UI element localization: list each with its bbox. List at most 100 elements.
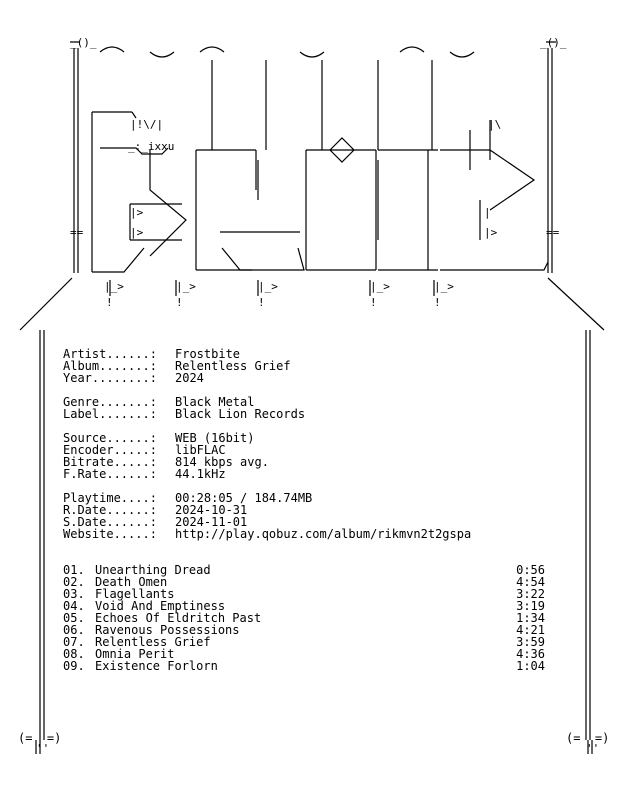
tech-block: Source......:WEB (16bit) Encoder.....: li… bbox=[63, 432, 269, 480]
website-value: http://play.qobuz.com/album/rikmvn2t2gsp… bbox=[175, 527, 472, 541]
track-number: 02. bbox=[63, 575, 85, 589]
track-time: 3:22 bbox=[516, 587, 545, 601]
track-time: 3:19 bbox=[516, 599, 545, 613]
track-row: 01. Unearthing Dread 0:56 bbox=[63, 564, 545, 576]
track-row: 09. Existence Forlorn 1:04 bbox=[63, 660, 545, 672]
track-title: Relentless Grief bbox=[95, 635, 211, 649]
svg-text:!: ! bbox=[176, 296, 183, 309]
svg-text:|_>: |_> bbox=[370, 280, 390, 293]
svg-text:|_>: |_> bbox=[104, 280, 124, 293]
track-number: 09. bbox=[63, 659, 85, 673]
source-label: Source......: bbox=[63, 431, 157, 445]
year-row: Year........: 2024 bbox=[63, 372, 291, 384]
svg-text:!: ! bbox=[434, 296, 441, 309]
year-label: Year........: bbox=[63, 371, 157, 385]
svg-text:|: | bbox=[484, 206, 491, 219]
track-time: 1:34 bbox=[516, 611, 545, 625]
svg-text:_()_: _()_ bbox=[540, 36, 567, 49]
track-title: Ravenous Possessions bbox=[95, 623, 240, 637]
bitrate-value: 814 kbps avg. bbox=[175, 455, 269, 469]
encoder-label: Encoder.....: bbox=[63, 443, 157, 457]
frate-row: F.Rate......: 44.1kHz bbox=[63, 468, 269, 480]
year-value: 2024 bbox=[175, 371, 204, 385]
track-time: 4:21 bbox=[516, 623, 545, 637]
bitrate-row: Bitrate.....:814 kbps avg. bbox=[63, 456, 269, 468]
track-row: 02. Death Omen 4:54 bbox=[63, 576, 545, 588]
sdate-value: 2024-11-01 bbox=[175, 515, 248, 529]
sdate-label: S.Date......: bbox=[63, 515, 157, 529]
svg-text:!: ! bbox=[106, 296, 113, 309]
artist-label: Artist......: bbox=[63, 347, 157, 361]
rdate-row: R.Date......: 2024-10-31 bbox=[63, 504, 471, 516]
info-block: Artist......: Frostbite Album.......: Rele… bbox=[63, 348, 291, 384]
rdate-label: R.Date......: bbox=[63, 503, 157, 517]
svg-text:|\: |\ bbox=[488, 118, 501, 131]
website-row: Website.....: http://play.qobuz.com/album… bbox=[63, 528, 471, 540]
track-number: 06. bbox=[63, 623, 85, 637]
track-row: 07. Relentless Grief 3:59 bbox=[63, 636, 545, 648]
playtime-value: 00:28:05 / 184.74MB bbox=[175, 491, 313, 505]
frate-label: F.Rate......: bbox=[63, 467, 157, 481]
album-label: Album.......: bbox=[63, 359, 157, 373]
svg-text:!: ! bbox=[370, 296, 377, 309]
svg-text:|>: |> bbox=[130, 226, 144, 239]
genre-value: Black Metal bbox=[175, 395, 255, 409]
track-row: 03. Flagellants 3:22 bbox=[63, 588, 545, 600]
svg-text:'': '' bbox=[36, 742, 49, 755]
border-ornament-right: (= =) bbox=[566, 731, 610, 745]
track-time: 1:04 bbox=[516, 659, 545, 673]
svg-text:|!\/|: |!\/| bbox=[130, 118, 163, 131]
genre-block: Genre.......: Black Metal Label.......: Bl… bbox=[63, 396, 305, 420]
release-block: Playtime....: 00:28:05 / 184.74MB R.Date.… bbox=[63, 492, 471, 540]
svg-text:==: == bbox=[546, 226, 560, 239]
svg-text:|_>: |_> bbox=[258, 280, 278, 293]
track-time: 0:56 bbox=[516, 563, 545, 577]
album-row: Album.......: Relentless Grief bbox=[63, 360, 291, 372]
record-label-label: Label.......: bbox=[63, 407, 157, 421]
track-title: Flagellants bbox=[95, 587, 175, 601]
track-title: Void And Emptiness bbox=[95, 599, 226, 613]
track-title: Existence Forlorn bbox=[95, 659, 218, 673]
track-number: 07. bbox=[63, 635, 85, 649]
svg-text:==: == bbox=[70, 226, 84, 239]
tracklist: 01. Unearthing Dread 0:56 02. Death Omen 4:5… bbox=[63, 564, 545, 672]
website-label: Website.....: bbox=[63, 527, 157, 541]
svg-text:|_>: |_> bbox=[176, 280, 196, 293]
track-time: 4:54 bbox=[516, 575, 545, 589]
sdate-row: S.Date......: 2024-11-01 bbox=[63, 516, 471, 528]
artist-value: Frostbite bbox=[175, 347, 241, 361]
encoder-value: libFLAC bbox=[175, 443, 226, 457]
artist-row: Artist......: Frostbite bbox=[63, 348, 291, 360]
track-time: 3:59 bbox=[516, 635, 545, 649]
encoder-row: Encoder.....: libFLAC bbox=[63, 444, 269, 456]
svg-text:|_>: |_> bbox=[434, 280, 454, 293]
album-value: Relentless Grief bbox=[175, 359, 291, 373]
playtime-label: Playtime....: bbox=[63, 491, 157, 505]
track-number: 08. bbox=[63, 647, 85, 661]
track-number: 05. bbox=[63, 611, 85, 625]
playtime-row: Playtime....: 00:28:05 / 184.74MB bbox=[63, 492, 471, 504]
track-title: Unearthing Dread bbox=[95, 563, 211, 577]
record-label-value: Black Lion Records bbox=[175, 407, 306, 421]
rdate-value: 2024-10-31 bbox=[175, 503, 248, 517]
track-time: 4:36 bbox=[516, 647, 545, 661]
frate-value: 44.1kHz bbox=[175, 467, 226, 481]
border-ornament-left: (= =) bbox=[18, 731, 62, 745]
track-row: 08. Omnia Perit 4:36 bbox=[63, 648, 545, 660]
track-title: Omnia Perit bbox=[95, 647, 175, 661]
track-number: 03. bbox=[63, 587, 85, 601]
genre-label: Genre.......: bbox=[63, 395, 157, 409]
track-title: Death Omen bbox=[95, 575, 168, 589]
track-number: 01. bbox=[63, 563, 85, 577]
svg-text:|>: |> bbox=[130, 206, 144, 219]
genre-row: Genre.......: Black Metal bbox=[63, 396, 305, 408]
svg-text:!: ! bbox=[258, 296, 265, 309]
svg-text:_()_: _()_ bbox=[70, 36, 97, 49]
svg-text:'': '' bbox=[586, 742, 599, 755]
track-row: 06. Ravenous Possessions 4:21 bbox=[63, 624, 545, 636]
source-row: Source......:WEB (16bit) bbox=[63, 432, 269, 444]
svg-text:|>: |> bbox=[484, 226, 498, 239]
